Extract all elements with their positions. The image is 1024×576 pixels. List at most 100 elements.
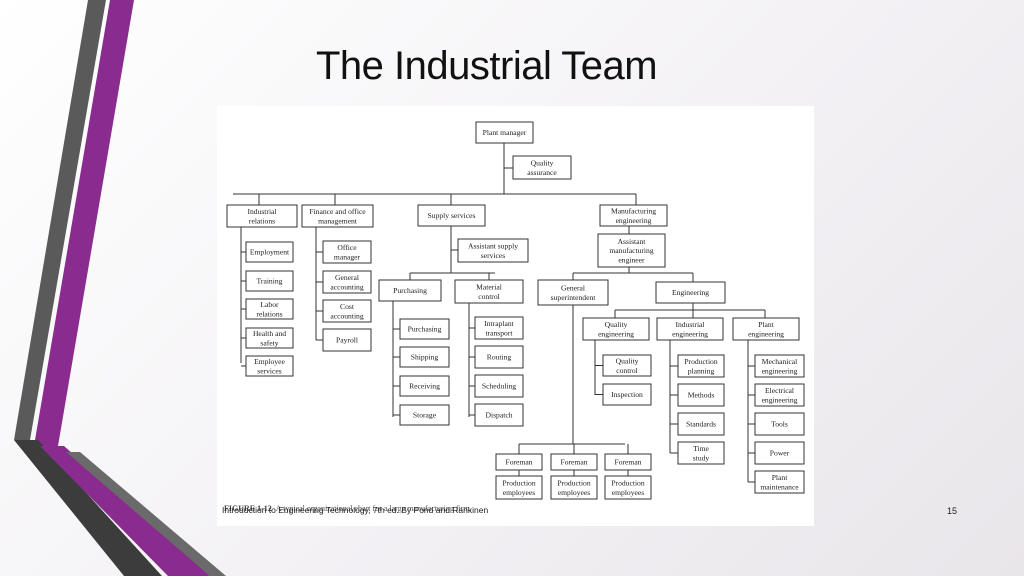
production-employees-2-box (550, 475, 598, 500)
assistant-manufacturing-engineer-label: engineer (618, 255, 645, 264)
ir-item-4-label: Health and (253, 329, 286, 338)
purchasing-item-4-box (399, 404, 450, 426)
assistant-supply-services-box (457, 238, 529, 263)
industrial-engineering-label: engineering (672, 329, 708, 338)
material-item-1-label: transport (486, 328, 514, 337)
quality-item-1-box (602, 354, 652, 377)
industrial-item-4-box (677, 441, 725, 465)
assistant-manufacturing-engineer-label: Assistant (618, 237, 647, 246)
foreman-1-label: Foreman (506, 458, 533, 467)
finance-item-1-box (322, 240, 372, 264)
gray-left-stripe (14, 0, 106, 440)
purchasing-item-1-label: Purchasing (408, 325, 442, 334)
plant-manager-label: Plant manager (483, 128, 527, 137)
industrial-item-1-label: planning (688, 366, 715, 375)
production-employees-3-box (604, 475, 652, 500)
finance-item-2-box (322, 270, 372, 294)
finance-item-3-box (322, 299, 372, 323)
quality-assurance-box (512, 155, 572, 180)
supply-services: Supply services (417, 204, 486, 227)
figure-label: FIGURE 1-12 (224, 504, 272, 513)
engineering-box (655, 281, 726, 304)
industrial-relations-label: Industrial (247, 207, 276, 216)
general-superintendent-box (537, 279, 609, 306)
material-item-3-box (474, 374, 524, 398)
finance-item-4: Payroll (322, 328, 372, 352)
quality-item-1-label: control (616, 366, 638, 375)
quality-item-1-label: Quality (616, 357, 639, 366)
industrial-item-2: Methods (677, 383, 725, 407)
figure-caption-text: A typical organizational chart for a lar… (275, 504, 472, 513)
finance-item-1-label: manager (334, 252, 361, 261)
assistant-supply-services-label: services (481, 251, 506, 260)
industrial-item-2-box (677, 383, 725, 407)
quality-engineering-box (582, 317, 650, 341)
ir-item-5-label: Employee (254, 357, 285, 366)
material-item-3: Scheduling (474, 374, 524, 398)
plant-item-1-label: engineering (762, 366, 798, 375)
finance-office-management-box (301, 204, 374, 228)
purchasing-item-1: Purchasing (399, 318, 450, 340)
plant-item-4-box (754, 441, 805, 465)
industrial-item-2-label: Methods (688, 391, 715, 400)
manufacturing-engineering-box (599, 204, 668, 227)
quality-engineering-label: Quality (605, 320, 628, 329)
industrial-item-3-label: Standards (686, 420, 716, 429)
ir-item-2-box (245, 270, 294, 292)
dark-bottom-stripe (14, 440, 162, 576)
industrial-item-3: Standards (677, 412, 725, 436)
ir-item-1-label: Employment (250, 248, 290, 257)
industrial-engineering-label: Industrial (675, 320, 704, 329)
ir-item-5-label: services (257, 366, 282, 375)
quality-item-2-label: Inspection (611, 390, 643, 399)
plant-item-3: Tools (754, 412, 805, 436)
purchasing-item-3-box (399, 375, 450, 397)
production-employees-1-label: Production (502, 479, 536, 488)
ir-item-2-label: Training (257, 277, 283, 286)
org-chart-svg: Plant managerQualityassuranceIndustrialr… (226, 121, 805, 500)
plant-item-1-label: Mechanical (762, 357, 797, 366)
plant-item-3-box (754, 412, 805, 436)
plant-item-1-box (754, 354, 805, 378)
supply-services-label: Supply services (428, 211, 476, 220)
purple-left-stripe (34, 0, 134, 446)
finance-item-3-label: accounting (330, 311, 364, 320)
purchasing-item-4-label: Storage (413, 411, 437, 420)
ir-item-5-box (245, 355, 294, 377)
finance-item-2-label: General (335, 273, 359, 282)
purchasing-dept: Purchasing (378, 279, 442, 302)
industrial-item-4-label: study (693, 453, 710, 462)
plant-item-5-box (754, 470, 805, 494)
ir-item-3-label: relations (256, 309, 282, 318)
industrial-item-1-label: Production (684, 357, 718, 366)
slide-number: 15 (947, 506, 958, 516)
figure-caption: FIGURE 1-12 A typical organizational cha… (224, 504, 472, 513)
industrial-item-4-label: Time (693, 444, 709, 453)
material-item-2-label: Routing (487, 353, 512, 362)
assistant-manufacturing-engineer-box (597, 233, 666, 268)
general-superintendent-label: superintendent (551, 293, 597, 302)
purchasing-item-3: Receiving (399, 375, 450, 397)
finance-item-2-label: accounting (330, 282, 364, 291)
plant-item-2-box (754, 383, 805, 407)
plant-engineering-label: engineering (748, 329, 784, 338)
industrial-item-1-box (677, 354, 725, 378)
purchasing-item-2-box (399, 346, 450, 368)
